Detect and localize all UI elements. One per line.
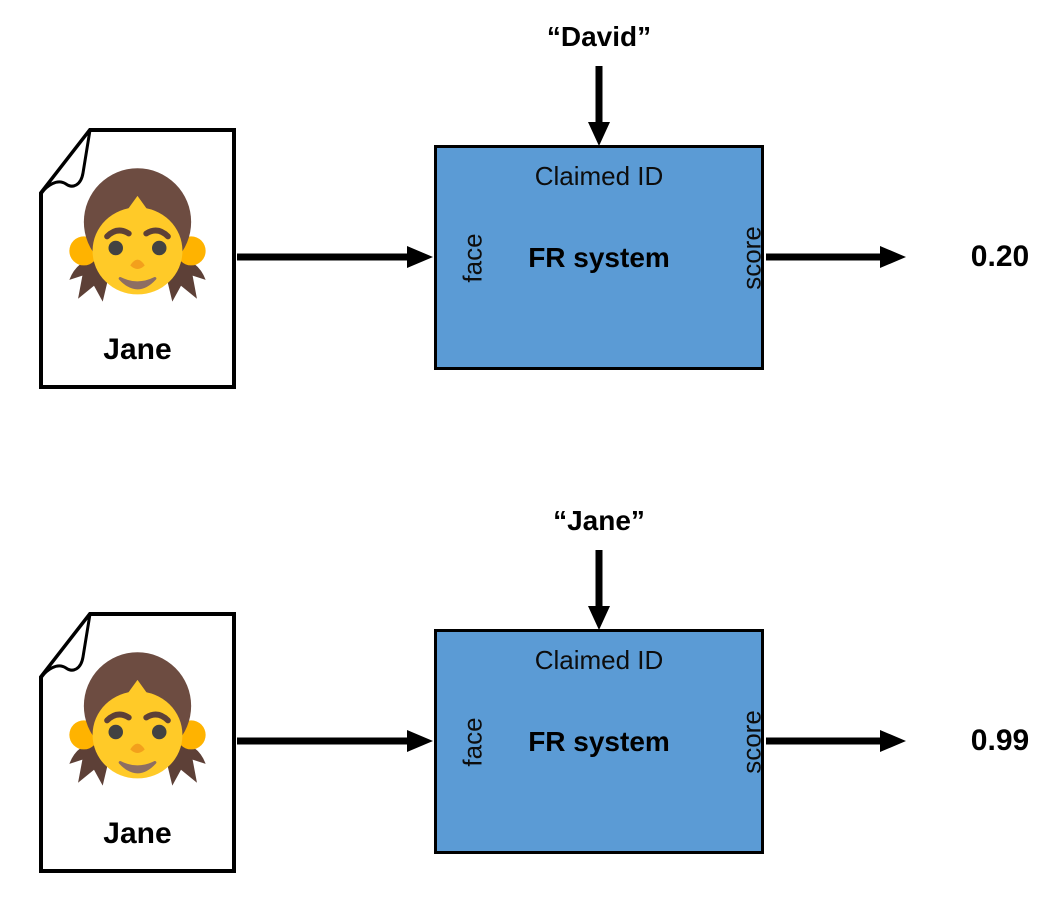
- arrow-right-icon: [237, 246, 433, 268]
- score-value: 0.20: [970, 240, 1030, 273]
- score-value: 0.99: [970, 724, 1030, 757]
- claimed-id-label: “David”: [546, 21, 652, 52]
- arrow-down-icon: [588, 550, 610, 630]
- fr-system-box: Claimed ID FR system face score: [434, 145, 767, 370]
- fr-system-label: FR system: [528, 725, 670, 757]
- claimed-id-port-label: Claimed ID: [534, 161, 664, 191]
- document-icon: Jane: [38, 128, 237, 389]
- document-name-label: Jane: [103, 817, 172, 850]
- arrow-down-icon: [588, 66, 610, 146]
- arrow-right-icon: [766, 246, 906, 268]
- score-port-label: score: [736, 225, 767, 290]
- fr-system-label: FR system: [528, 241, 670, 273]
- fr-system-box: Claimed ID FR system face score: [434, 629, 767, 854]
- verification-row-impostor: “David”: [0, 0, 1064, 414]
- claimed-id-port-label: Claimed ID: [534, 645, 664, 675]
- arrow-right-icon: [237, 730, 433, 752]
- face-port-label: face: [457, 716, 488, 767]
- arrow-right-icon: [766, 730, 906, 752]
- score-port-label: score: [736, 709, 767, 774]
- face-port-label: face: [457, 232, 488, 283]
- claimed-id-label: “Jane”: [553, 505, 645, 536]
- document-name-label: Jane: [103, 333, 172, 366]
- verification-row-genuine: “Jane”: [0, 484, 1064, 898]
- girl-face-icon: [69, 652, 206, 786]
- document-icon: Jane: [38, 612, 237, 873]
- girl-face-icon: [69, 168, 206, 302]
